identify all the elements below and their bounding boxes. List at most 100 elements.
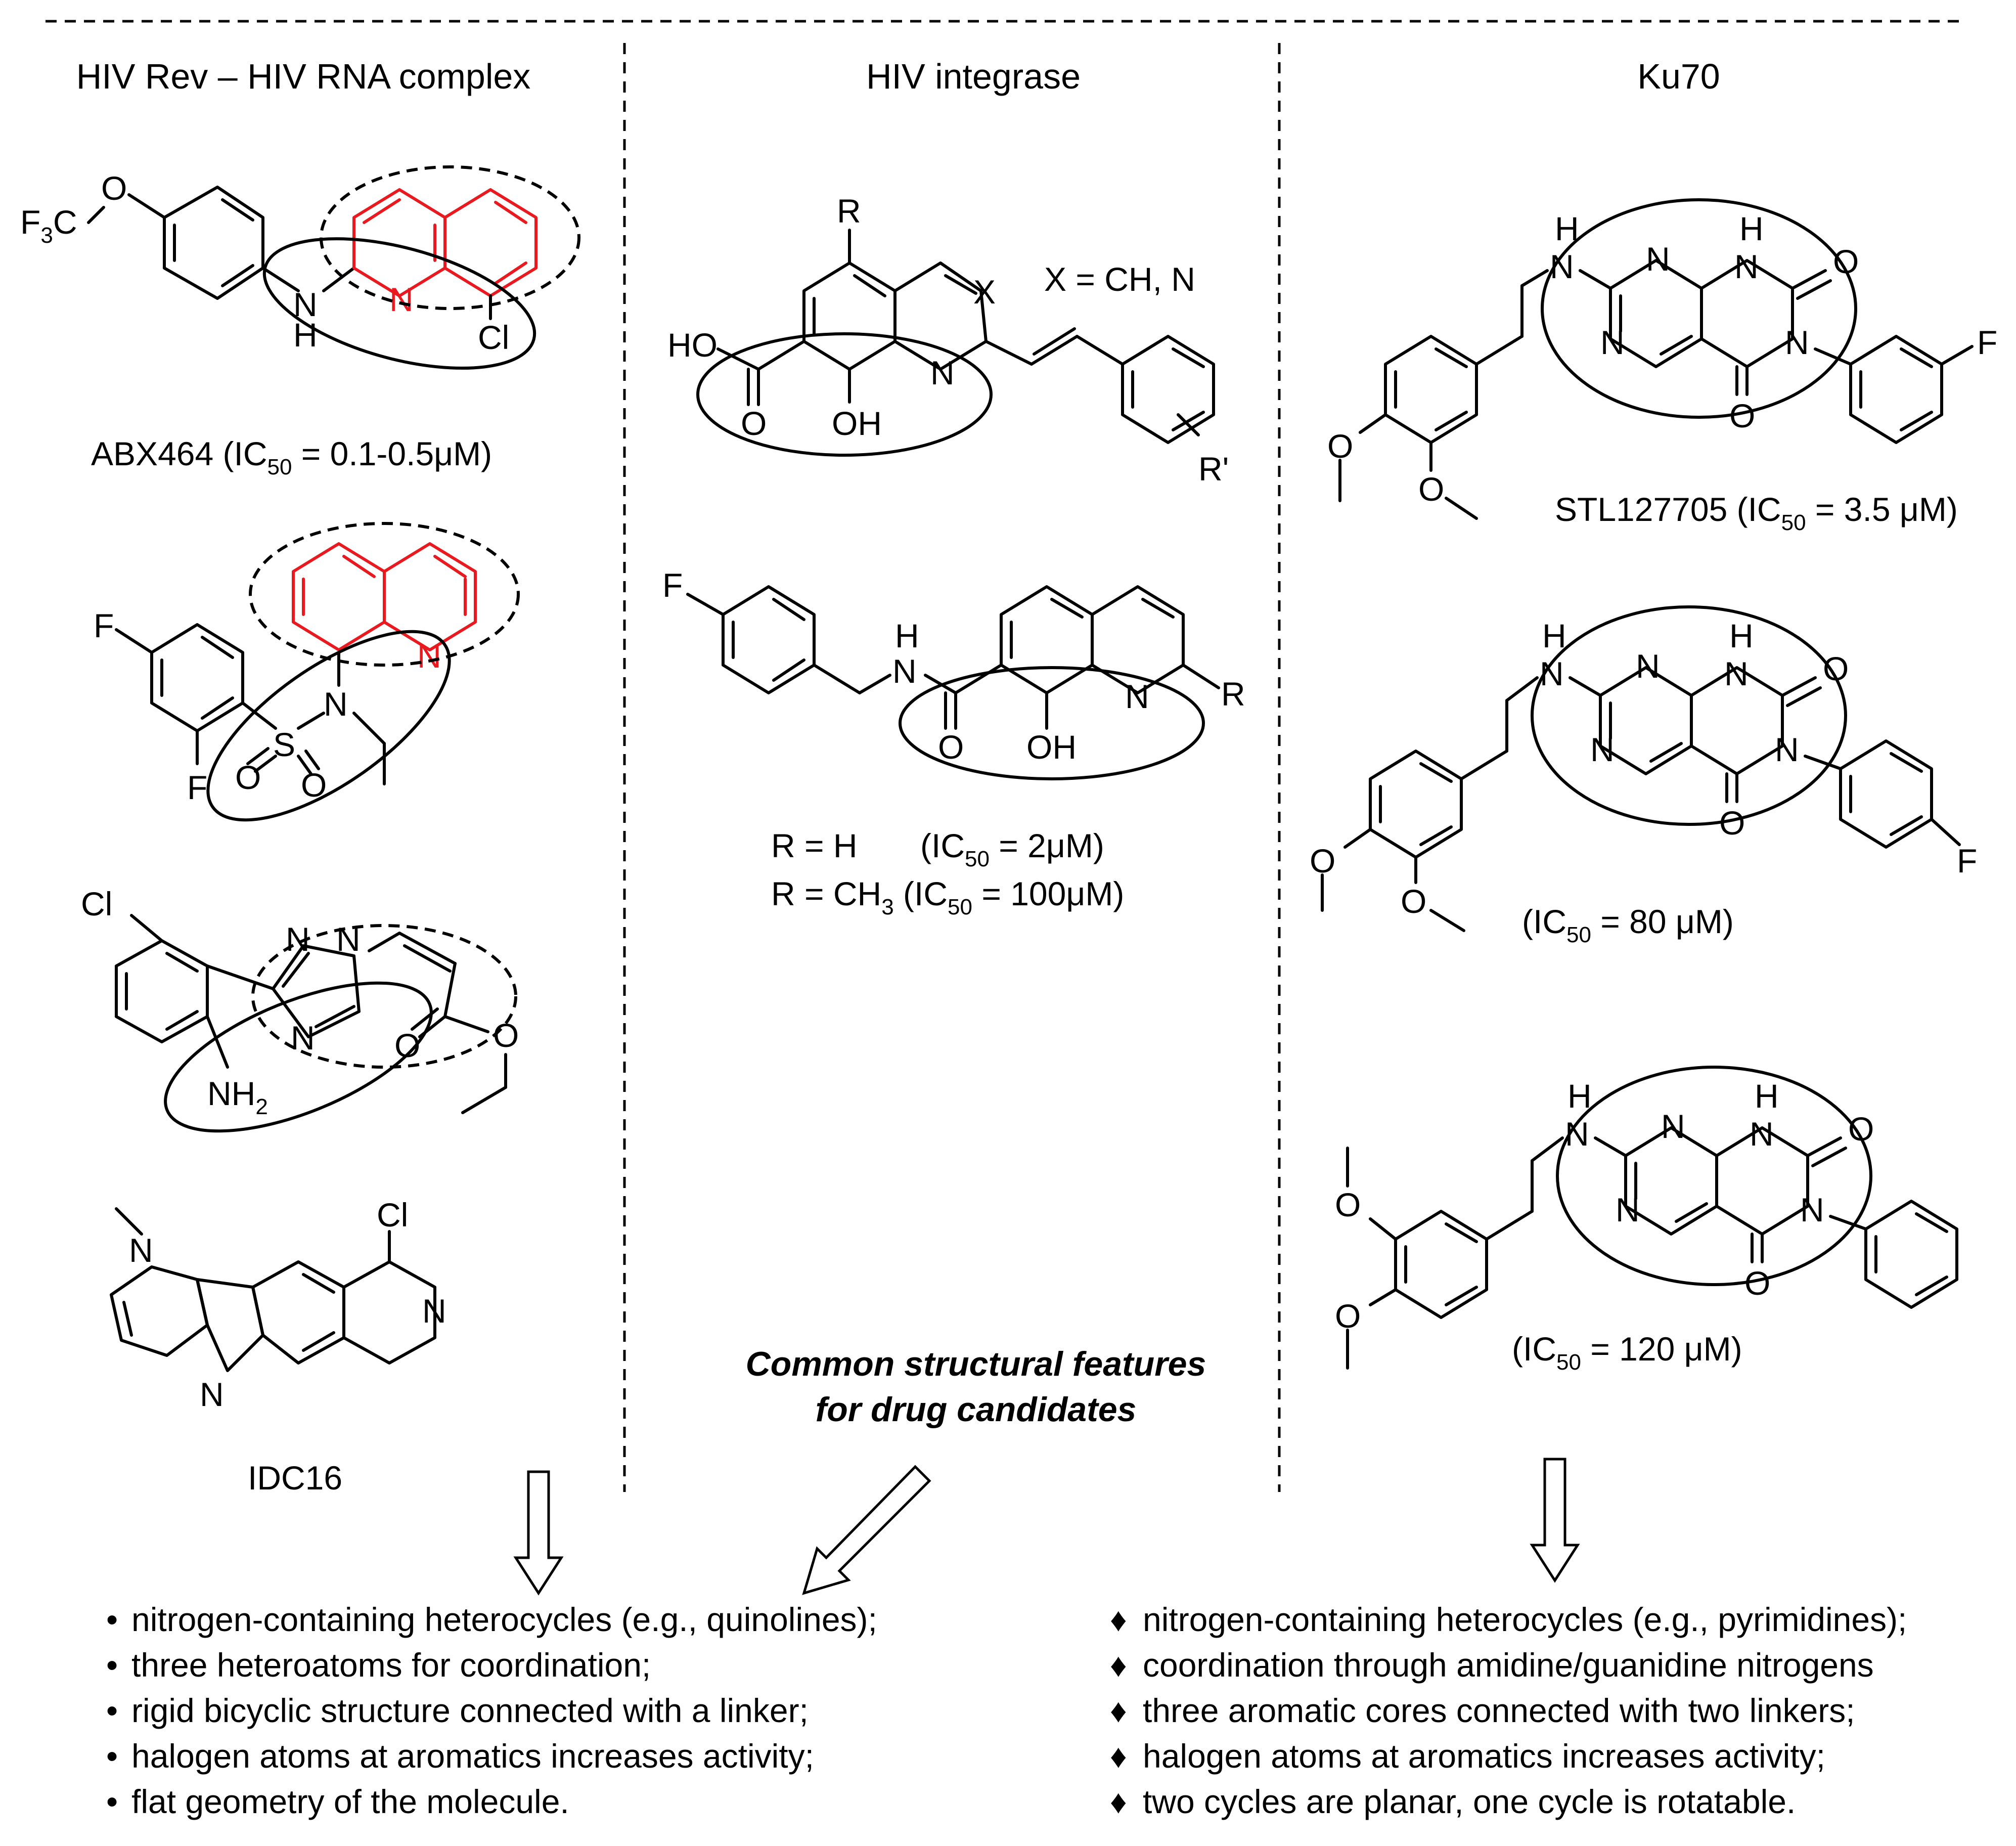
list-item: ♦halogen atoms at aromatics increases ac…	[1110, 1737, 1825, 1775]
bond	[1177, 413, 1200, 436]
atom-label: N	[1661, 1108, 1685, 1145]
bond	[221, 264, 254, 287]
header-middle: HIV integrase	[866, 57, 1081, 96]
benzo-ring	[802, 261, 897, 371]
quinoline-ring-b	[383, 542, 477, 651]
bond	[1781, 676, 1817, 697]
ku70-compound-2: O O N H N N N H O N O F	[1310, 605, 1977, 932]
bond	[1445, 497, 1478, 520]
pyrimidinedione-ring	[1700, 259, 1794, 368]
atom-label: F	[662, 566, 683, 604]
bond	[246, 747, 270, 765]
atom-label: HO	[667, 326, 718, 364]
bond	[1182, 664, 1220, 689]
atom-label: X	[973, 273, 996, 311]
bond	[1172, 411, 1205, 431]
bond	[1649, 742, 1683, 763]
atom-label: N	[1600, 324, 1625, 361]
atom-label: H	[1755, 1077, 1779, 1115]
phenyl-ring	[163, 186, 264, 300]
coordination-oval	[262, 237, 536, 370]
bond	[1435, 411, 1468, 431]
atom-label: N	[1800, 1191, 1824, 1228]
styryl-phenyl-ring	[1121, 335, 1215, 444]
bond	[297, 712, 325, 730]
atom-label: O	[741, 405, 767, 442]
bond	[1675, 1202, 1708, 1223]
list-item: ♦nitrogen-containing heterocycles (e.g.,…	[1110, 1601, 1907, 1638]
highlight-oval-dashed	[251, 924, 517, 1069]
list-item: •rigid bicyclic structure connected with…	[106, 1692, 809, 1729]
pyridine-ring	[893, 261, 988, 371]
atom-label: N	[1125, 678, 1149, 715]
bond	[206, 964, 275, 990]
bond	[302, 1273, 335, 1294]
bond	[433, 555, 467, 578]
list-item: ♦coordination through amidine/guanidine …	[1110, 1646, 1874, 1684]
diagonal-arrow-center	[802, 1465, 931, 1595]
atom-label: N	[422, 1292, 446, 1330]
quinoline-ring-a	[1000, 585, 1094, 694]
bond	[363, 198, 401, 224]
bond	[122, 1301, 133, 1337]
list-item: ♦two cycles are planar, one cycle is rot…	[1110, 1783, 1796, 1820]
bond	[1475, 335, 1524, 366]
down-arrow-left	[513, 1470, 564, 1596]
bond	[127, 193, 166, 219]
atom-label: R'	[1198, 450, 1229, 488]
coordination-oval	[1541, 198, 1857, 419]
integrase-compound-2: F N H O N R OH	[662, 566, 1245, 780]
atom-label: OH	[1026, 728, 1077, 766]
pyrimidinedione-ring	[1715, 1126, 1809, 1236]
atom-label: N	[1590, 731, 1615, 768]
bond	[1520, 269, 1549, 287]
bond	[1485, 1210, 1534, 1241]
bond	[1594, 1136, 1627, 1157]
bond	[315, 1005, 355, 1028]
atom-label: OH	[832, 405, 882, 442]
bond	[494, 261, 527, 285]
bond	[443, 1015, 489, 1033]
bond	[1900, 347, 1933, 368]
atom-label: N	[324, 685, 348, 723]
fluorophenyl-ring	[1849, 335, 1943, 444]
list-item: •nitrogen-containing heterocycles (e.g.,…	[106, 1601, 877, 1638]
bond	[1435, 347, 1468, 368]
bond	[261, 267, 300, 292]
bond	[1796, 279, 1832, 300]
quinoline-ring-b	[443, 188, 537, 297]
caption-ku70-3: (IC50 = 120 μM)	[1512, 1330, 1742, 1375]
atom-label: O	[1833, 243, 1859, 280]
atom-label: N	[1775, 731, 1799, 768]
atom-label: Cl	[377, 1196, 408, 1234]
bond	[1141, 598, 1175, 619]
bond	[494, 201, 527, 224]
integrase-compound-1: R X X = CH, N N R' HO O OH	[667, 192, 1229, 488]
bond	[1419, 825, 1453, 846]
caption-stl127705: STL127705 (IC50 = 3.5 μM)	[1555, 491, 1958, 535]
fluorophenyl-ring	[1839, 739, 1933, 849]
bond	[241, 701, 277, 730]
atom-label: O	[1327, 427, 1353, 465]
bond	[1930, 818, 1961, 846]
atom-label: H	[1567, 1077, 1592, 1115]
atom-label: H	[895, 617, 919, 654]
bond	[130, 914, 163, 942]
bond	[1579, 269, 1612, 290]
bond	[686, 593, 725, 616]
bond	[954, 664, 1003, 694]
caption-idc16: IDC16	[248, 1459, 342, 1497]
bond	[87, 206, 105, 224]
bond	[297, 755, 312, 775]
atom-label: O	[938, 728, 964, 766]
coordination-oval	[164, 981, 433, 1133]
bond	[1076, 335, 1124, 366]
bond	[1804, 755, 1842, 770]
bond	[944, 274, 977, 295]
bond	[1359, 413, 1387, 434]
bond	[716, 347, 760, 371]
atom-label: F	[94, 607, 114, 644]
bond	[1890, 815, 1923, 836]
atom-label: Cl	[81, 885, 112, 922]
